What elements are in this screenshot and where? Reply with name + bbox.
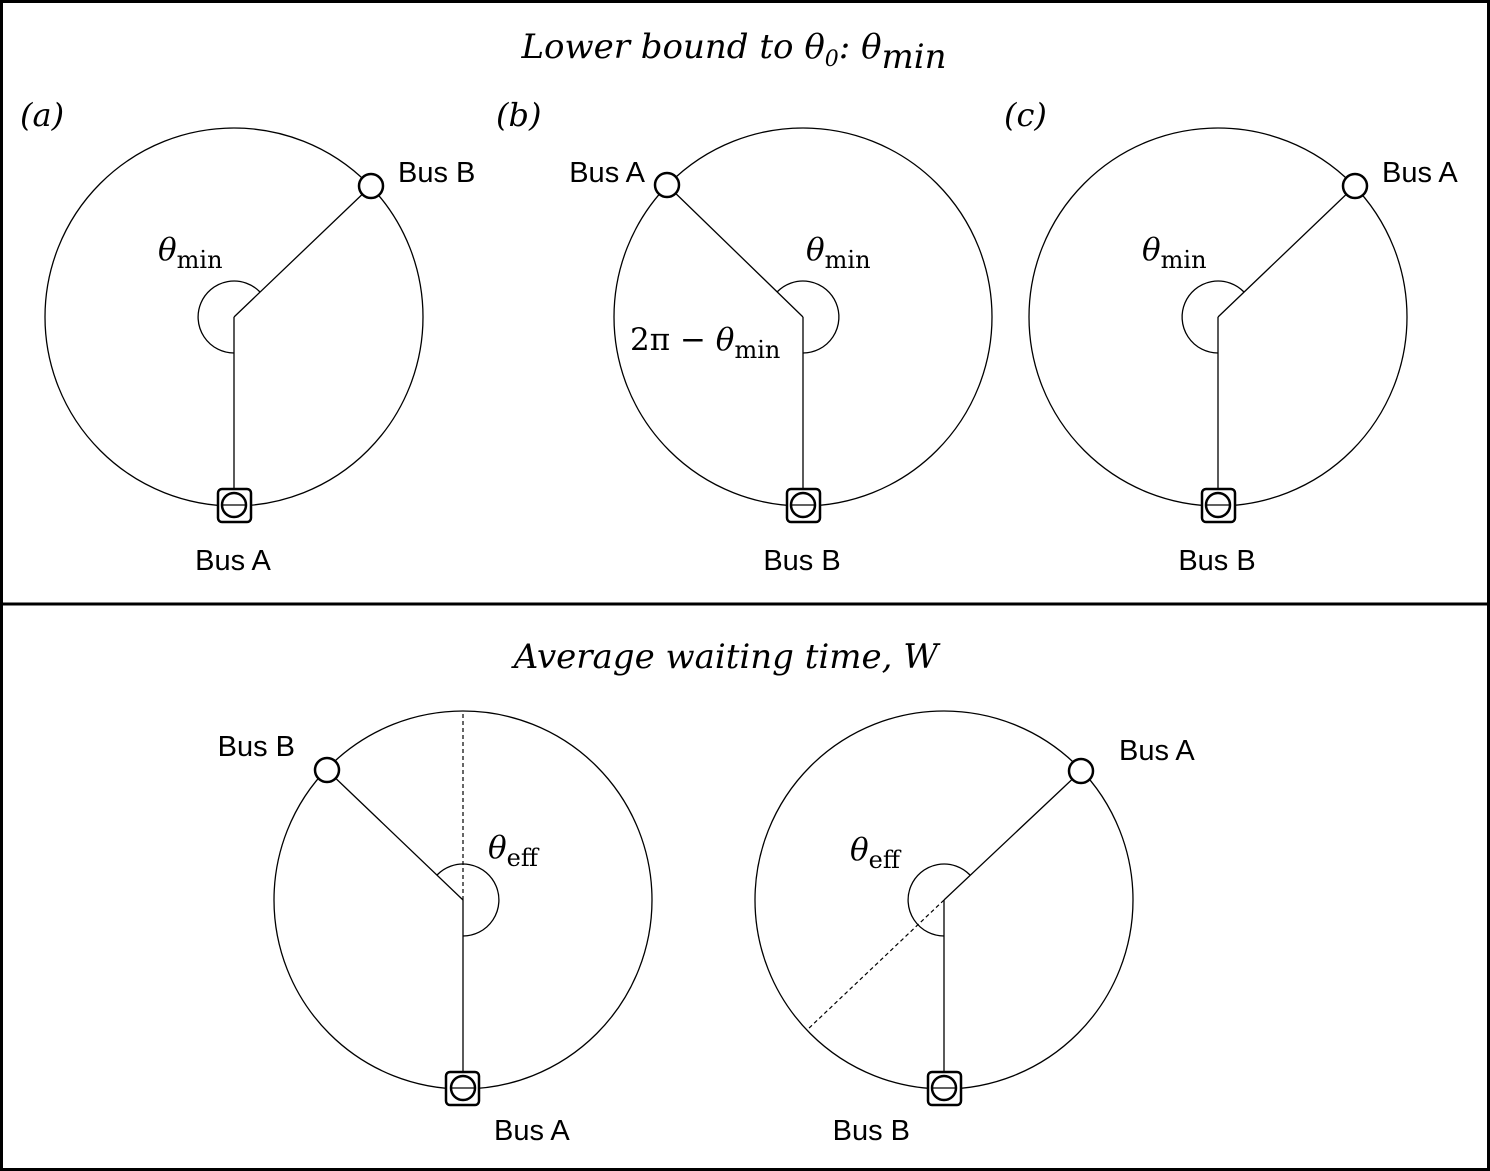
bus-label-bottom: Bus B [1178, 545, 1255, 577]
bus-marker [653, 171, 681, 199]
panel-bottom-right: Bus A Bus B θeff [754, 710, 1195, 1147]
radius-line [666, 184, 804, 318]
angle-arc [776, 280, 840, 354]
bus-label-top: Bus A [1382, 157, 1458, 189]
panel-bottom-left: Bus B Bus A θeff [218, 710, 653, 1147]
bus-label-top: Bus A [1119, 735, 1195, 767]
bus-label-bottom: Bus B [833, 1115, 910, 1147]
panel-b: (b) Bus A Bus B θmin 2π − θmin [496, 96, 993, 577]
angle-label: θeff [488, 830, 540, 872]
radius-line [326, 769, 464, 901]
bus-label-bottom: Bus A [494, 1115, 570, 1147]
top-title: Lower bound to θ0: θmin [520, 27, 946, 77]
angle-arc [197, 280, 261, 354]
reference-dashed-line [806, 899, 945, 1031]
angle-arc [907, 863, 971, 937]
radius-line [1217, 185, 1356, 318]
bus-marker [313, 756, 341, 784]
panel-a: (a) Bus B Bus A θmin [20, 96, 475, 577]
angle-arc [436, 863, 500, 937]
bus-marker [1341, 172, 1369, 200]
panel-a-tag: (a) [20, 96, 64, 134]
complement-angle-label: 2π − θmin [630, 322, 780, 364]
radius-line [233, 185, 372, 318]
bus-label-bottom: Bus A [195, 545, 271, 577]
bus-label-top: Bus A [569, 157, 645, 189]
angle-label: θeff [850, 832, 902, 874]
bottom-title: Average waiting time, W [511, 637, 941, 677]
bus-label-bottom: Bus B [763, 545, 840, 577]
bus-marker [357, 172, 385, 200]
bus-marker [1067, 757, 1095, 785]
panel-c: (c) Bus A Bus B θmin [1004, 96, 1458, 577]
panel-c-tag: (c) [1004, 96, 1047, 134]
angle-label: θmin [806, 232, 871, 274]
bus-label-top: Bus B [218, 731, 295, 763]
angle-label: θmin [158, 232, 223, 274]
angle-arc [1181, 280, 1245, 354]
radius-line [943, 770, 1082, 901]
panel-b-tag: (b) [496, 96, 541, 134]
bus-label-top: Bus B [398, 157, 475, 189]
angle-label: θmin [1142, 232, 1207, 274]
